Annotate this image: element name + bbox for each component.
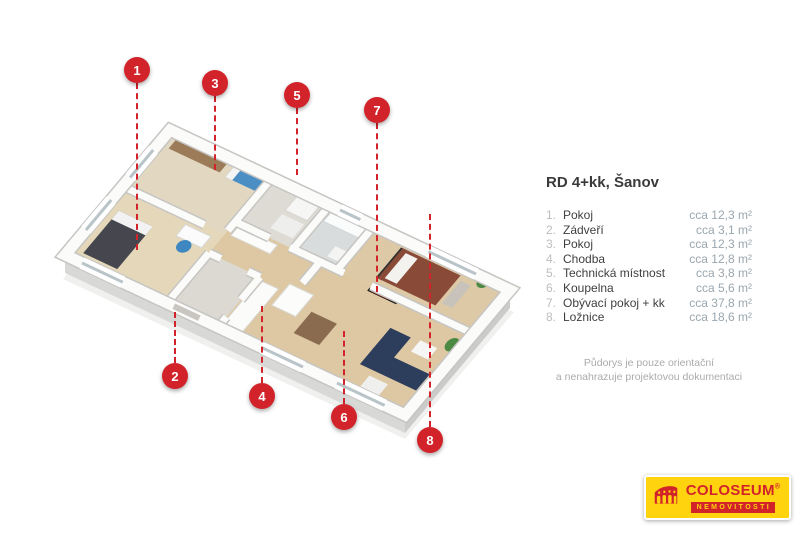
logo-brand-word: COLOSEUM: [685, 482, 775, 499]
legend-row-2: 2. Zádveří cca 3,1 m²: [546, 223, 752, 238]
room-marker-2: 2: [162, 363, 188, 389]
room-marker-8: 8: [417, 427, 443, 453]
room-marker-1-label: 1: [133, 62, 141, 78]
marker-line-6: [343, 331, 345, 404]
room-marker-4-label: 4: [258, 388, 266, 404]
entry-door: [174, 306, 200, 318]
legend-name: Chodba: [563, 251, 606, 266]
legend-panel: RD 4+kk, Šanov 1. Pokoj cca 12,3 m² 2. Z…: [546, 174, 752, 384]
kitchen-island: [272, 284, 314, 316]
legend-row-3: 3. Pokoj cca 12,3 m²: [546, 237, 752, 252]
legend-num: 1.: [546, 208, 557, 222]
bed-room1-pillow: [111, 210, 153, 236]
disclaimer-line-1: Půdorys je pouze orientační: [583, 356, 715, 369]
disclaimer: Půdorys je pouze orientační a nenahrazuj…: [546, 356, 752, 384]
legend-area: cca 37,8 m²: [689, 295, 752, 310]
room-marker-5-label: 5: [293, 87, 301, 103]
legend-num: 6.: [546, 280, 557, 295]
legend-area: cca 3,8 m²: [695, 266, 752, 281]
legend-num: 7.: [546, 295, 557, 310]
room-marker-7-label: 7: [373, 102, 381, 118]
interior-walls: [65, 130, 510, 415]
sofa: [359, 347, 430, 391]
legend-area: cca 12,8 m²: [689, 251, 752, 266]
marker-line-3: [214, 96, 216, 170]
bedroom-bench: [441, 280, 471, 309]
legend-name: Pokoj: [563, 208, 594, 222]
room-marker-3: 3: [202, 70, 228, 96]
sofa-chaise: [372, 327, 411, 359]
marker-line-7: [376, 123, 378, 292]
dining-table: [293, 311, 337, 345]
legend-area: cca 12,3 m²: [689, 237, 752, 252]
sink: [327, 246, 348, 262]
legend-name: Technická místnost: [563, 266, 666, 281]
legend-row-4: 4. Chodba cca 12,8 m²: [546, 252, 752, 267]
room-marker-7: 7: [364, 97, 390, 123]
window-glass: [65, 130, 490, 405]
appliance-tech-2: [270, 214, 305, 239]
legend-num: 4.: [546, 251, 557, 266]
legend-num: 5.: [546, 266, 557, 281]
legend-name: Pokoj: [563, 237, 594, 252]
legend-name: Ložnice: [563, 310, 605, 325]
logo-brand: COLOSEUM®: [686, 482, 780, 500]
room-marker-8-label: 8: [426, 432, 434, 448]
legend-row-6: 6. Koupelna cca 5,6 m²: [546, 281, 752, 296]
legend-row-5: 5. Technická místnost cca 3,8 m²: [546, 266, 752, 281]
wardrobe-room3: [168, 137, 230, 173]
room-marker-4: 4: [249, 383, 275, 409]
chair-room1: [176, 240, 192, 253]
legend-num: 2.: [546, 222, 557, 237]
marker-line-1: [136, 83, 138, 250]
colosseum-building-icon: [653, 484, 679, 511]
room-marker-5: 5: [284, 82, 310, 108]
room-marker-6-label: 6: [340, 409, 348, 425]
bed-bedroom-pillows: [384, 253, 418, 284]
legend-row-7: 7. Obývací pokoj + kk cca 37,8 m²: [546, 296, 752, 311]
coloseum-logo: COLOSEUM® NEMOVITOSTI: [643, 475, 791, 520]
page-title: RD 4+kk, Šanov: [546, 174, 659, 191]
pouf: [358, 375, 389, 397]
legend-name: Koupelna: [563, 280, 614, 295]
plan-rooms: [65, 129, 511, 415]
marker-line-8: [429, 214, 431, 427]
legend-area: cca 3,1 m²: [695, 222, 752, 237]
legend-area: cca 5,6 m²: [695, 280, 752, 295]
marker-line-2: [174, 312, 176, 363]
marker-line-5: [296, 108, 298, 175]
marker-line-4: [261, 306, 263, 383]
logo-registered-mark: ®: [774, 483, 780, 491]
legend-area: cca 12,3 m²: [689, 208, 752, 222]
legend-area: cca 18,6 m²: [689, 310, 752, 325]
disclaimer-line-2: a nenahrazuje projektovou dokumentaci: [555, 370, 743, 383]
room-marker-2-label: 2: [171, 368, 179, 384]
logo-text: COLOSEUM® NEMOVITOSTI: [686, 482, 780, 513]
room-marker-3-label: 3: [211, 75, 219, 91]
legend-num: 8.: [546, 310, 557, 325]
room-marker-6: 6: [331, 404, 357, 430]
legend-name: Zádveří: [563, 222, 604, 237]
floor-room-3: [122, 130, 273, 235]
room-marker-1: 1: [124, 57, 150, 83]
legend-name: Obývací pokoj + kk: [563, 295, 665, 310]
legend-row-1: 1. Pokoj cca 12,3 m²: [546, 208, 752, 223]
legend-row-8: 8. Ložnice cca 18,6 m²: [546, 310, 752, 325]
legend-num: 3.: [546, 237, 557, 252]
logo-subtitle: NEMOVITOSTI: [690, 502, 776, 513]
